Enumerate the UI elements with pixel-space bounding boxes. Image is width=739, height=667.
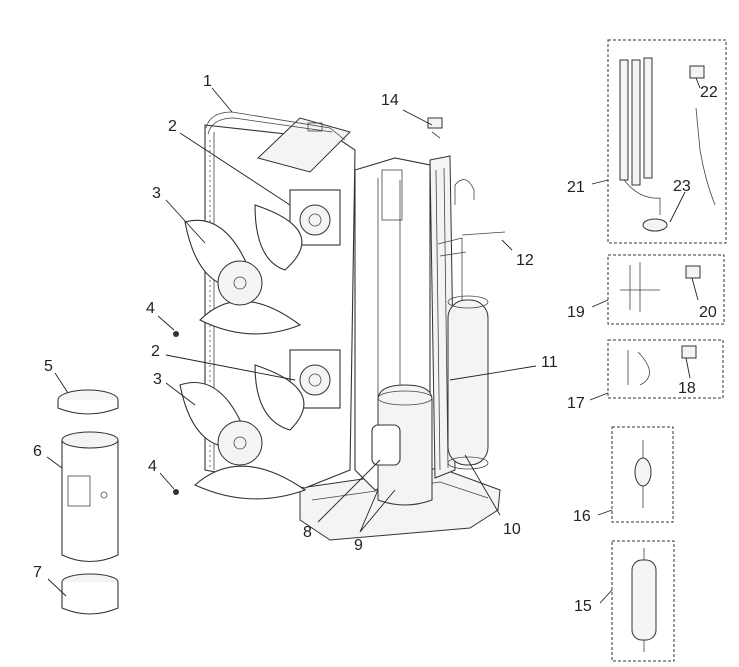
- callout-6: 6: [33, 443, 42, 460]
- callout-22: 22: [700, 84, 718, 101]
- callout-21: 21: [567, 179, 585, 196]
- callout-7: 7: [33, 564, 42, 581]
- part-7-ring: [61, 573, 119, 615]
- callout-9: 9: [354, 537, 363, 554]
- callout-20: 20: [699, 304, 717, 321]
- callout-11: 11: [541, 354, 558, 371]
- callout-17: 17: [567, 395, 585, 412]
- callout-3-upper: 3: [152, 185, 161, 202]
- valve-19: [620, 262, 701, 312]
- accumulator: [447, 299, 489, 466]
- callout-labels: 1 2 2 3 3 4 4 5 6 7 8 9 10 11 12 14 15 1…: [33, 73, 718, 615]
- fan-lower: [179, 364, 307, 500]
- nut-lower: [173, 489, 179, 495]
- receiver-15: [631, 548, 657, 652]
- callout-2-upper: 2: [168, 118, 177, 135]
- callout-15: 15: [574, 598, 592, 615]
- callout-14: 14: [381, 92, 399, 109]
- callout-16: 16: [573, 508, 591, 525]
- box-17: [607, 339, 724, 399]
- box-16: [611, 426, 674, 523]
- part-5-lid: [57, 389, 119, 415]
- leader-lines: [46, 77, 701, 604]
- valve-17: [627, 345, 697, 386]
- callout-2-lower: 2: [151, 343, 160, 360]
- callout-5: 5: [44, 358, 53, 375]
- part-14-clip: [427, 117, 443, 139]
- valve-assembly-21: [619, 57, 716, 232]
- callout-4-lower: 4: [148, 458, 157, 475]
- fan-upper: [184, 204, 303, 335]
- callout-4-upper: 4: [146, 300, 155, 317]
- service-valves: [437, 237, 467, 300]
- callout-10: 10: [503, 521, 521, 538]
- callout-1: 1: [203, 73, 212, 90]
- box-21: [607, 39, 727, 244]
- nut-upper: [173, 331, 179, 337]
- box-15: [611, 540, 675, 662]
- callout-8: 8: [303, 524, 312, 541]
- strainer-16: [634, 440, 652, 508]
- callout-12: 12: [516, 252, 534, 269]
- main-unit-assembly: [204, 111, 506, 541]
- box-19: [607, 254, 725, 325]
- callout-23: 23: [673, 178, 691, 195]
- part-6-sleeve: [61, 431, 119, 563]
- fan-motor-upper: [299, 204, 331, 236]
- compressor: [377, 384, 433, 506]
- fan-motor-lower: [299, 364, 331, 396]
- callout-3-lower: 3: [153, 371, 162, 388]
- callout-19: 19: [567, 304, 585, 321]
- callout-18: 18: [678, 380, 696, 397]
